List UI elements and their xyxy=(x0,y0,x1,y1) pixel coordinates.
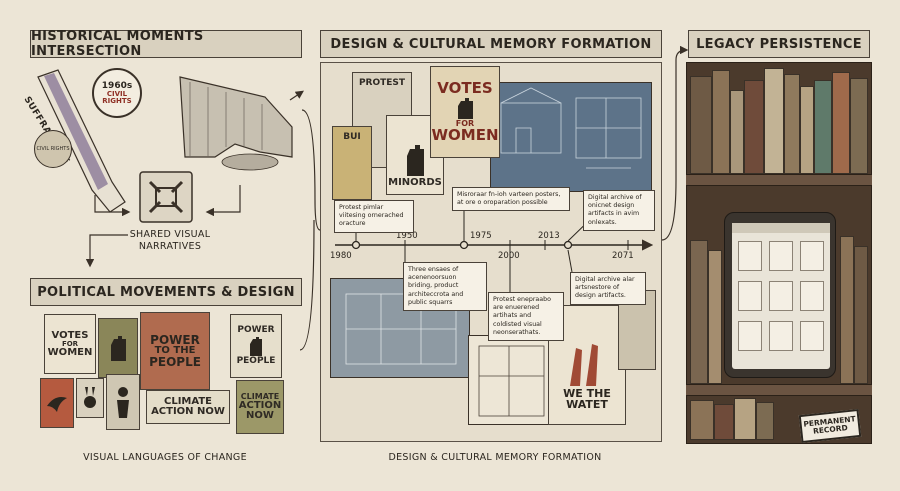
timeline-callout-6: Digital archive alar artsnestore of desi… xyxy=(570,272,646,305)
rabbit-icon xyxy=(84,387,96,408)
timeline-callout-4: Three ensaes of acenenoorsuon briding, p… xyxy=(403,262,487,311)
figure-icon xyxy=(117,387,129,418)
book-spine xyxy=(832,72,850,174)
timeline-year-1950: 1950 xyxy=(396,231,418,241)
political-movements-title: POLITICAL MOVEMENTS & DESIGN xyxy=(30,278,302,306)
bird-icon xyxy=(47,397,67,412)
civil-rights-seal: CIVIL RIGHTS xyxy=(34,130,72,168)
book-spine xyxy=(734,398,756,440)
archive-tile[interactable] xyxy=(738,241,762,271)
archive-tile[interactable] xyxy=(769,321,793,351)
floorplan-drawing xyxy=(478,345,545,417)
raised-fist-icon xyxy=(458,98,473,119)
book-spine xyxy=(714,404,734,440)
archive-tile[interactable] xyxy=(800,241,824,271)
climate-action-now-banner: CLIMATE ACTION NOW xyxy=(146,390,230,424)
timeline-year-1980: 1980 xyxy=(330,251,352,261)
blueprint-top xyxy=(490,82,652,192)
timeline-callout-1: Protest pimlar viitesing ornerached orac… xyxy=(334,200,414,233)
book-spine xyxy=(764,68,784,174)
raised-fist-icon xyxy=(407,145,424,176)
figure-poster xyxy=(106,374,140,430)
book-spine xyxy=(854,246,868,384)
timeline-callout-5: Protest enepraabo are enuerened artihats… xyxy=(488,292,564,341)
archive-tile[interactable] xyxy=(800,321,824,351)
timeline-year-2071: 2071 xyxy=(612,251,634,261)
power-to-the-people-poster: POWER TO THE PEOPLE xyxy=(140,312,210,390)
archive-tile[interactable] xyxy=(800,281,824,311)
archive-tile[interactable] xyxy=(769,241,793,271)
raised-hands-icon xyxy=(570,344,598,386)
historical-illustration xyxy=(37,69,293,223)
raised-fist-icon xyxy=(250,337,262,356)
book-spine xyxy=(784,74,800,174)
book-spine xyxy=(730,90,744,174)
design-memory-caption: DESIGN & CULTURAL MEMORY FORMATION xyxy=(388,452,602,463)
visual-languages-caption: VISUAL LANGUAGES OF CHANGE xyxy=(83,452,247,463)
power-people-poster: POWER PEOPLE xyxy=(230,314,282,378)
timeline-callout-2: Misroraar fn-ioh varteen posters, at ore… xyxy=(452,187,570,212)
timeline-year-2013: 2013 xyxy=(538,231,560,241)
book-spine xyxy=(744,80,764,174)
tablet-toolbar xyxy=(732,223,830,233)
shared-visual-narratives-caption: SHARED VISUAL NARRATIVES xyxy=(129,229,211,252)
blueprint-drawing xyxy=(500,87,642,169)
book-spine xyxy=(690,240,708,384)
votes-for-women-design-poster: VOTES FOR WOMEN xyxy=(430,66,500,158)
bui-poster: BUI xyxy=(332,126,372,200)
timeline-year-1975: 1975 xyxy=(470,231,492,241)
blueprint-drawing xyxy=(345,293,457,365)
votes-for-women-poster: VOTES FOR WOMEN xyxy=(44,314,96,374)
shelf-board xyxy=(686,174,872,186)
archive-tile[interactable] xyxy=(738,281,762,311)
design-memory-title: DESIGN & CULTURAL MEMORY FORMATION xyxy=(320,30,662,58)
shelf-board xyxy=(686,384,872,396)
floorplan-sheet xyxy=(468,335,553,425)
archive-tile[interactable] xyxy=(769,281,793,311)
legacy-persistence-title: LEGACY PERSISTENCE xyxy=(688,30,870,58)
tablet-screen xyxy=(732,223,830,369)
political-poster-collage: VOTES FOR WOMEN POWER TO THE PEOPLE POWE… xyxy=(40,312,302,438)
civil-rights-button: 1960s CIVIL RIGHTS xyxy=(92,68,142,118)
book-spine xyxy=(690,400,714,440)
historical-moments-title: HISTORICAL MOMENTS INTERSECTION xyxy=(30,29,302,59)
fist-poster xyxy=(98,318,138,378)
archive-tile[interactable] xyxy=(738,321,762,351)
book-spine xyxy=(800,86,814,174)
book-spine xyxy=(756,402,774,440)
timeline-year-2000: 2000 xyxy=(498,251,520,261)
digital-archive-tablet xyxy=(724,212,836,378)
book-spine xyxy=(814,80,832,174)
book-spine xyxy=(840,236,854,384)
bird-poster xyxy=(40,378,74,428)
book-spine xyxy=(690,76,712,174)
book-spine xyxy=(708,250,722,384)
rabbit-poster xyxy=(76,378,104,418)
timeline-callout-3: Digital archive of onicnet design artifa… xyxy=(583,190,655,231)
raised-fist-icon xyxy=(111,336,126,361)
climate-action-now-poster: CLIMATE ACTION NOW xyxy=(236,380,284,434)
book-spine xyxy=(850,78,868,174)
book-spine xyxy=(712,70,730,174)
